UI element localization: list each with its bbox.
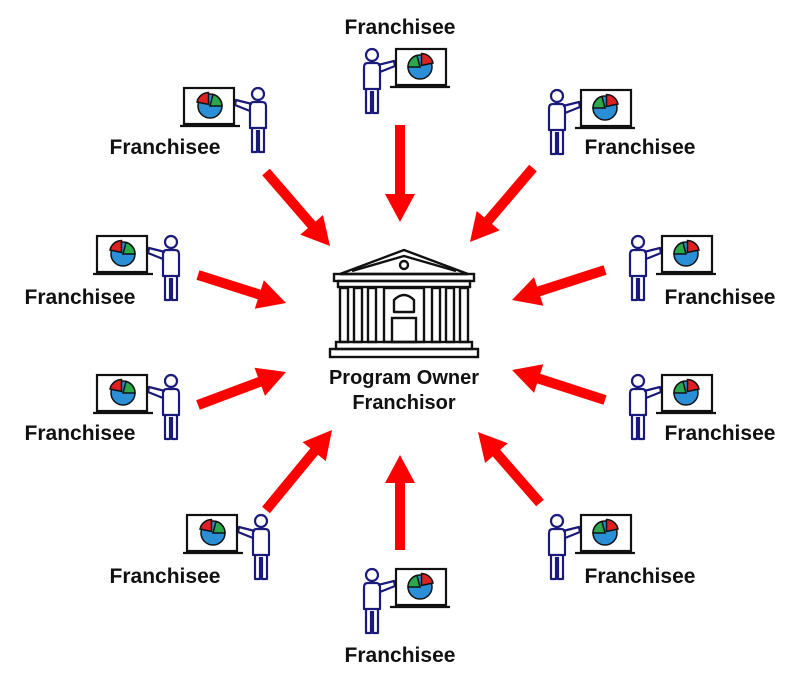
arrow-to-franchisor-3 xyxy=(512,265,607,306)
franchisee-node-7: Franchisee xyxy=(110,513,271,588)
presenter-with-pie-chart-icon xyxy=(93,373,181,441)
franchisee-node-2: Franchisee xyxy=(547,88,696,159)
arrow-to-franchisor-5 xyxy=(478,432,544,507)
franchisee-label: Franchisee xyxy=(110,136,221,159)
center-label-line1: Program Owner xyxy=(329,367,479,389)
franchisee-node-5: Franchisee xyxy=(547,513,696,588)
presenter-with-pie-chart-icon xyxy=(362,567,450,635)
arrow-to-franchisor-1 xyxy=(385,125,415,222)
presenter-with-pie-chart-icon xyxy=(180,86,268,154)
franchisee-label: Franchisee xyxy=(25,286,136,309)
franchisee-label: Franchisee xyxy=(585,565,696,588)
presenter-with-pie-chart-icon xyxy=(547,88,635,156)
franchisee-node-9: Franchisee xyxy=(25,234,181,309)
arrow-to-franchisor-6 xyxy=(385,455,415,550)
presenter-with-pie-chart-icon xyxy=(547,513,635,581)
arrow-to-franchisor-7 xyxy=(262,430,332,514)
franchisee-label: Franchisee xyxy=(665,286,776,309)
franchisee-nodes: FranchiseeFranchiseeFranchiseeFranchisee… xyxy=(25,16,776,667)
franchisee-node-10: Franchisee xyxy=(110,86,268,159)
arrow-to-franchisor-8 xyxy=(196,367,286,410)
center-label-line2: Franchisor xyxy=(352,392,456,414)
arrow-to-franchisor-2 xyxy=(470,164,537,242)
franchisee-node-4: Franchisee xyxy=(628,373,776,445)
franchisee-node-1: Franchisee xyxy=(345,16,456,115)
presenter-with-pie-chart-icon xyxy=(628,234,716,302)
presenter-with-pie-chart-icon xyxy=(93,234,181,302)
arrow-to-franchisor-9 xyxy=(196,270,286,309)
franchisee-label: Franchisee xyxy=(665,422,776,445)
arrows-layer xyxy=(196,125,607,550)
arrow-to-franchisor-10 xyxy=(262,168,330,246)
franchisee-node-6: Franchisee xyxy=(345,567,456,667)
franchisee-node-8: Franchisee xyxy=(25,373,181,445)
arrow-to-franchisor-4 xyxy=(512,364,607,405)
franchisee-label: Franchisee xyxy=(585,136,696,159)
bank-building-icon xyxy=(328,248,480,359)
franchisee-label: Franchisee xyxy=(345,644,456,667)
presenter-with-pie-chart-icon xyxy=(362,47,450,115)
presenter-with-pie-chart-icon xyxy=(183,513,271,581)
franchisee-label: Franchisee xyxy=(345,16,456,39)
franchisor-node: Program Owner Franchisor xyxy=(328,248,480,414)
presenter-with-pie-chart-icon xyxy=(628,373,716,441)
franchisee-node-3: Franchisee xyxy=(628,234,776,309)
franchisee-label: Franchisee xyxy=(25,422,136,445)
franchisee-label: Franchisee xyxy=(110,565,221,588)
